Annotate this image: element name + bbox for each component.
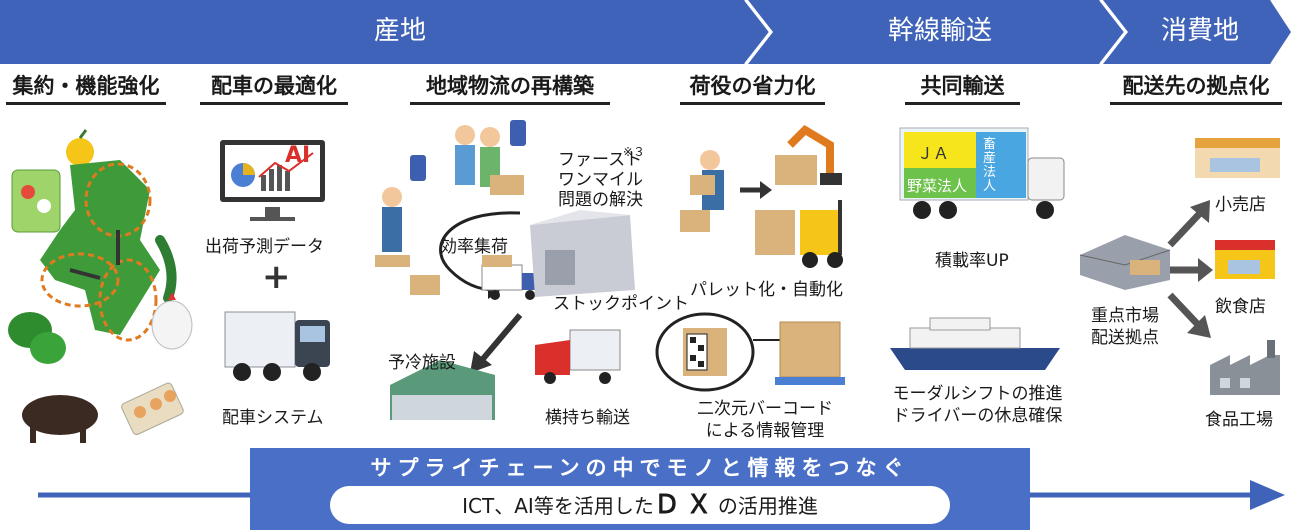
category-dispatch: 配車の最適化 <box>200 70 348 105</box>
cow-icon <box>22 395 98 435</box>
forecast-data-label: 出荷予測データ <box>205 237 324 257</box>
dx-pill: ICT、AI等を活用したＤＸの活用推進 <box>330 486 950 524</box>
market-hub-line1: 重点市場 <box>1091 306 1159 326</box>
load-rate-label: 積載率UP <box>935 251 1009 271</box>
small-truck-icon <box>481 264 523 291</box>
joint-truck-illustration <box>899 127 1065 219</box>
red-truck-icon <box>569 329 621 371</box>
smartphone-icon <box>510 120 526 146</box>
phase-trunk-transport: 幹線輸送 <box>887 16 992 46</box>
food-factory-icon <box>1210 340 1280 395</box>
worker-icon <box>700 150 720 170</box>
first-mile-line2: ワンマイル <box>558 170 643 190</box>
handling-automation-illustration <box>680 124 843 268</box>
phase-banner <box>0 0 1291 65</box>
phase-origin: 産地 <box>373 16 426 46</box>
regional-logistics-illustration <box>375 120 635 420</box>
category-hub: 配送先の拠点化 <box>1110 70 1282 105</box>
ferry-icon <box>890 317 1060 370</box>
food-factory-label: 食品工場 <box>1205 410 1273 430</box>
category-consolidation: 集約・機能強化 <box>6 70 166 105</box>
ai-monitor-icon <box>220 140 325 221</box>
dispatch-system-label: 配車システム <box>222 408 324 428</box>
restaurant-icon <box>1215 240 1275 279</box>
pallet-automation-label: パレット化・自動化 <box>690 280 843 300</box>
dx-suffix: の活用推進 <box>717 494 818 518</box>
modal-shift-label: モーダルシフトの推進 ドライバーの休息確保 <box>890 383 1065 427</box>
kyushu-map-illustration <box>8 129 193 443</box>
qr-label-line2: による情報管理 <box>705 421 825 441</box>
retail-store-label: 小売店 <box>1215 195 1266 215</box>
first-mile-line3: 問題の解決 <box>558 190 643 210</box>
qr-code-label: 二次元バーコード による情報管理 <box>690 398 840 442</box>
category-joint-transport: 共同輸送 <box>905 70 1020 105</box>
note-mark: ※３ <box>623 145 646 159</box>
qr-code-illustration <box>655 312 845 392</box>
modal-shift-line2: ドライバーの休息確保 <box>892 406 1063 426</box>
farmer-icon <box>455 125 475 145</box>
cucumber-icon <box>155 235 177 303</box>
robot-arm-icon <box>787 124 834 175</box>
cardboard-box-icon <box>775 155 817 185</box>
category-regional-logistics: 地域物流の再構築 <box>410 70 610 105</box>
cooling-facility-label: 予冷施設 <box>388 353 456 373</box>
kyushu-map-icon <box>40 160 160 335</box>
dx-emphasis: ＤＸ <box>653 490 718 520</box>
plus-sign: + <box>262 257 291 297</box>
qr-label-line1: 二次元バーコード <box>697 399 833 419</box>
market-hub-label: 重点市場 配送拠点 <box>1080 305 1170 349</box>
orange-icon <box>66 138 94 166</box>
ja-label: ＪＡ <box>917 144 950 163</box>
livestock-corp-label: 畜産法人 <box>983 137 997 194</box>
bottom-title: サプライチェーンの中でモノと情報をつなぐ <box>370 456 910 480</box>
hub-distribution-arrows <box>1167 200 1213 338</box>
truck-icon <box>224 311 330 381</box>
chicken-icon <box>151 300 193 350</box>
ai-badge: AI <box>285 143 311 168</box>
vegetable-corp-label: 野菜法人 <box>907 177 968 195</box>
market-hub-icon <box>1079 235 1171 290</box>
retail-store-icon <box>1195 138 1280 178</box>
category-handling: 荷役の省力化 <box>680 70 825 105</box>
transfer-transport-label: 横持ち輸送 <box>545 408 630 428</box>
restaurant-label: 飲食店 <box>1215 297 1266 317</box>
stock-point-label: ストックポイント <box>553 294 689 314</box>
first-mile-line1: ファースト <box>558 150 643 170</box>
modal-shift-line1: モーダルシフトの推進 <box>892 384 1063 404</box>
market-hub-line2: 配送拠点 <box>1091 328 1159 348</box>
salad-bag-icon <box>11 169 61 233</box>
dx-prefix: ICT、AI等を活用した <box>462 494 654 518</box>
first-mile-label: ファースト ワンマイル 問題の解決 <box>558 150 668 210</box>
forklift-icon <box>800 210 840 255</box>
efficient-collection-label: 効率集荷 <box>440 237 508 257</box>
phase-consumption: 消費地 <box>1160 16 1239 46</box>
